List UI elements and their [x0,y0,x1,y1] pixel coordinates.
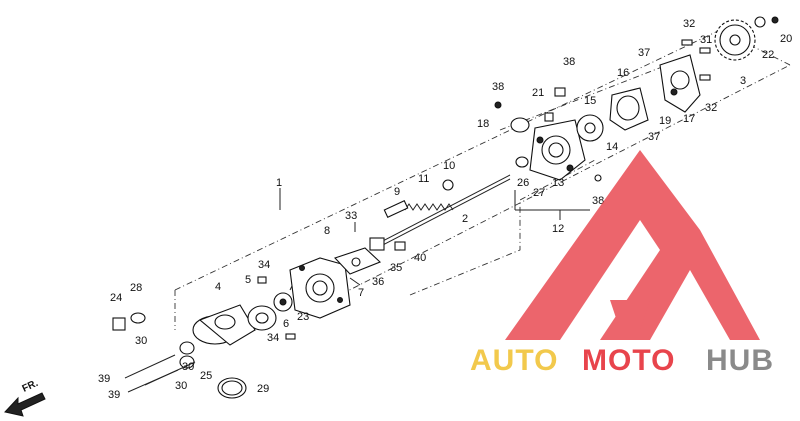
label-32a: 32 [683,18,695,30]
label-30b: 30 [182,361,194,373]
label-11: 11 [418,173,429,185]
label-18: 18 [477,118,489,130]
label-7: 7 [358,287,364,299]
gasket [609,87,649,131]
sprocket [714,19,756,61]
watermark-hub: HUB [706,344,774,377]
front-direction-arrow: FR. [4,378,46,417]
label-29: 29 [257,383,269,395]
label-36: 36 [372,276,384,288]
pump-body [289,257,351,319]
assembly-outline-main [174,29,791,330]
main-shaft [374,174,511,250]
label-19: 19 [659,115,671,127]
label-40: 40 [414,252,426,264]
label-8: 8 [324,225,330,237]
label-4: 4 [215,281,221,293]
label-14: 14 [606,141,618,153]
label-34b: 34 [267,332,279,344]
label-6: 6 [283,318,289,330]
watermark-auto: AUTO [470,344,558,377]
watermark-logo [505,150,760,340]
label-3: 3 [740,75,746,87]
pump-cover [529,119,586,181]
label-17: 17 [683,113,695,125]
spring-rod [383,199,409,219]
label-33: 33 [345,210,357,222]
label-27: 27 [533,187,545,199]
small-parts-right [369,16,779,251]
label-39a: 39 [98,373,110,385]
watermark-moto: MOTO [582,344,675,377]
label-34a: 34 [258,259,270,271]
label-35: 35 [390,262,402,274]
label-28: 28 [130,282,142,294]
part-labels: 1 2 3 4 5 6 7 8 9 10 11 12 13 14 15 16 1… [98,18,792,401]
rotor-gear [576,114,604,142]
label-37a: 37 [638,47,650,59]
small-parts-left [112,276,296,399]
label-9: 9 [394,186,400,198]
label-2: 2 [462,213,468,225]
watermark-text: AUTO MOTO HUB [470,344,774,377]
label-20: 20 [780,33,792,45]
label-32b: 32 [705,102,717,114]
label-16: 16 [617,67,629,79]
label-31: 31 [700,34,712,46]
label-39b: 39 [108,389,120,401]
rotor [247,305,277,331]
label-13: 13 [552,177,564,189]
inner-gear [273,292,293,312]
long-bolts [124,354,196,393]
label-30c: 30 [175,380,187,392]
label-1: 1 [276,177,282,189]
label-24: 24 [110,292,122,304]
label-37b: 37 [648,131,660,143]
front-label: FR. [21,378,40,395]
label-38a: 38 [563,56,575,68]
label-15: 15 [584,95,596,107]
label-38b: 38 [492,81,504,93]
spring [404,203,454,211]
housing-cylinder [192,304,256,346]
label-26: 26 [517,177,529,189]
valve-plate [334,247,382,275]
label-10: 10 [443,160,455,172]
label-22: 22 [762,49,774,61]
label-21: 21 [532,87,544,99]
label-12: 12 [552,223,564,235]
label-30a: 30 [135,335,147,347]
pump-housing-right [659,54,701,113]
label-25: 25 [200,370,212,382]
label-5: 5 [245,274,251,286]
label-23: 23 [297,311,309,323]
label-38c: 38 [592,195,604,207]
